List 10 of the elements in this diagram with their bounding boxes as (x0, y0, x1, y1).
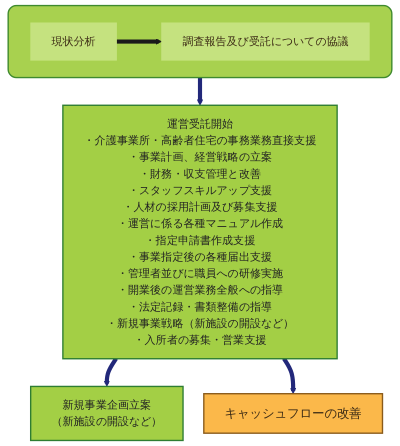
arrow (196, 78, 204, 106)
arrow (104, 358, 118, 387)
cluster (7, 4, 393, 78)
node-box: キャッシュフローの改善 (203, 393, 384, 434)
arrow (116, 38, 162, 45)
node-box: 現状分析 (30, 22, 117, 61)
arrow (282, 358, 296, 394)
node-box: 運営受託開始 ・介護事業所・高齢者住宅の事務業務直接支援 ・事業計画、経営戦略の立案 ・財務・収支管理と改善 ・スタッフスキルアップ支援 ・人材の採用計画及び募集支援 ・運営に係る各種マニュアル作成 ・指定申請書作成支援 ・事業指定後の各種届出支援 ・管理者並びに職員への研修実施 ・開業後の運営業務全般への指導 ・法定記録・書類整備の指導 ・新規事業戦略（新施設の開設など） ・入所者の募集・営業支援 (62, 104, 338, 360)
node-box: 調査報告及び受託についての協議 (161, 22, 370, 61)
node-box: 新規事業企画立案 （新施設の開設など） (30, 386, 184, 442)
